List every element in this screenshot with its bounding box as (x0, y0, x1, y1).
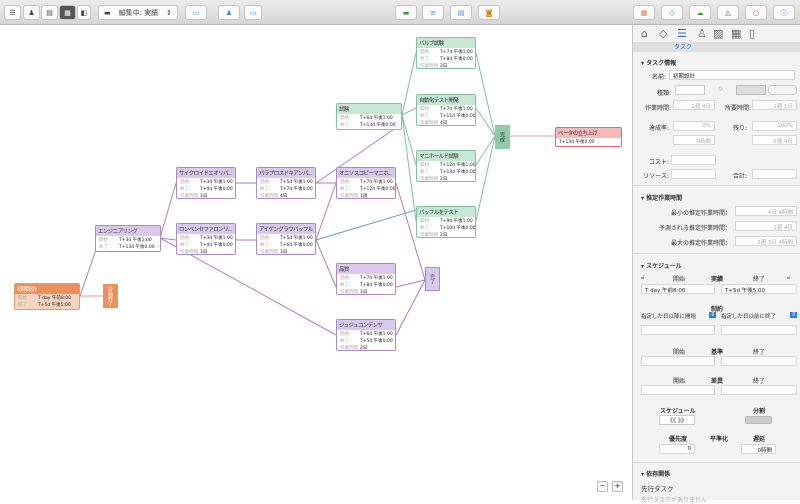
resource-view-button[interactable]: ♟ (23, 5, 40, 20)
add-resource-button[interactable]: ♟ (218, 5, 240, 20)
variance-start-input[interactable] (641, 385, 715, 395)
split-view-button[interactable]: ◧ (77, 5, 91, 20)
task-name-input[interactable]: 初期設計 (669, 70, 795, 80)
line-icon: ▬ (104, 8, 111, 17)
add-task-button[interactable]: ▭ (185, 5, 207, 20)
task-type-selector[interactable]: ◇ (675, 85, 797, 95)
zoom-out-button[interactable]: − (597, 481, 608, 492)
styles-icon[interactable]: ▨ (713, 27, 724, 40)
baseline-end-input[interactable] (721, 356, 797, 366)
table-button[interactable]: ▦ (633, 5, 655, 20)
group-end-testing[interactable]: 完成 (495, 125, 510, 149)
complete-input[interactable]: 0% (673, 121, 715, 131)
indent-button[interactable]: ≡ (422, 5, 444, 20)
priority-input[interactable]: 0 (659, 444, 695, 454)
stepper-icon: ⇕ (709, 312, 716, 318)
info-icon[interactable]: ⓘ (773, 5, 795, 20)
estimate-header[interactable]: ▾ 推定作業時間 (641, 195, 683, 202)
resource-icon[interactable]: ♙ (697, 27, 707, 40)
calendar-view-button[interactable]: ▤ (41, 5, 58, 20)
resources-input[interactable] (671, 169, 716, 179)
schedule-header[interactable]: ▾ スケジュール (641, 263, 682, 270)
table-icon[interactable]: ▦ (731, 27, 742, 40)
max-estimate-input[interactable]: 2週 3日 4時間 (735, 236, 797, 246)
group-end-plan[interactable]: 計画終了 (103, 284, 118, 308)
actual-start-input[interactable]: T day 午前8:00 (641, 284, 715, 294)
split-toggle[interactable] (745, 416, 772, 424)
dependency-lines (79, 52, 555, 336)
schedule-shift-buttons[interactable]: 《《 》》 (659, 415, 695, 425)
constraint-start-input[interactable] (641, 325, 715, 335)
group-end-engineering[interactable]: 完了 (425, 267, 440, 291)
actual-end-input[interactable]: T+5d 午後5:00 (721, 284, 797, 294)
lock-start-icon[interactable]: 🔓︎ (641, 274, 645, 281)
milestone-icon[interactable]: ◇ (659, 27, 668, 40)
group-button[interactable]: ▤ (450, 5, 472, 20)
remaining-time-input[interactable]: 1週 4日 (752, 135, 797, 145)
total-input[interactable] (752, 169, 797, 179)
lock-end-icon[interactable]: 🔓︎ (787, 274, 791, 281)
inspector-tab-label: タスク (633, 42, 800, 52)
min-estimate-input[interactable]: 4日 4時間 (735, 206, 797, 216)
baseline-start-input[interactable] (641, 356, 715, 366)
type-hammock[interactable] (767, 85, 797, 95)
duration-input[interactable]: 1週 1日 (752, 100, 797, 110)
stepper-icon: ⇕ (166, 8, 172, 17)
type-milestone[interactable]: ◇ (717, 85, 723, 92)
type-task[interactable] (675, 85, 705, 95)
task-icon[interactable]: ☰ (677, 27, 687, 40)
cost-input[interactable] (671, 155, 716, 165)
effort-input[interactable]: 1週 4日 (673, 100, 715, 110)
task-info-header[interactable]: ▾ タスク情報 (641, 60, 677, 67)
outline-view-button[interactable]: ☰ (4, 5, 21, 20)
network-view-button[interactable]: ▦ (59, 5, 76, 20)
baseline-icon[interactable]: △ (717, 5, 739, 20)
view-select[interactable]: ▬編集中: 実績⇕ (98, 5, 178, 20)
constraint-end-input[interactable] (721, 325, 797, 335)
expected-estimate-input[interactable]: 1週 4日 (735, 221, 797, 231)
snapshot-icon[interactable]: ◙ (478, 5, 500, 20)
variance-end-input[interactable] (721, 385, 797, 395)
stepper-icon: ⇕ (790, 312, 797, 318)
delay-input[interactable]: 0時間 (741, 444, 776, 454)
cloud-upload-icon[interactable]: ☁ (689, 5, 711, 20)
type-group[interactable] (736, 85, 766, 95)
dependencies-header[interactable]: ▾ 依存関係 (641, 471, 671, 478)
inspector-panel: ⌂ ◇ ☰ ♙ ▨ ▦ ▯ タスク ▾ タスク情報 名前: 初期設計 種類: ◇… (632, 25, 800, 504)
remaining-input[interactable]: 100% (752, 121, 797, 131)
milestone-button[interactable]: ▬ (395, 5, 417, 20)
divider (633, 253, 800, 254)
project-icon[interactable]: ⌂ (641, 27, 648, 40)
eye-icon[interactable]: ◇ (661, 5, 683, 20)
stop-icon[interactable]: ○ (745, 5, 767, 20)
divider (633, 185, 800, 186)
constraint-end-select[interactable]: 指定した日以前に終了⇕ (721, 312, 797, 320)
zoom-in-button[interactable]: + (612, 481, 623, 492)
connect-button[interactable]: ▭ (244, 5, 262, 20)
complete-time-input[interactable]: 0時間 (673, 135, 715, 145)
toolbar: ☰ ♟ ▤ ▦ ◧ ▬編集中: 実績⇕ ▭ ♟ ▭ ▬ ≡ ▤ ◙ ▦ ◇ ☁ … (0, 0, 800, 25)
constraint-start-select[interactable]: 指定した日以降に開始⇕ (641, 312, 716, 320)
document-icon[interactable]: ▯ (749, 27, 756, 40)
divider (633, 462, 800, 463)
